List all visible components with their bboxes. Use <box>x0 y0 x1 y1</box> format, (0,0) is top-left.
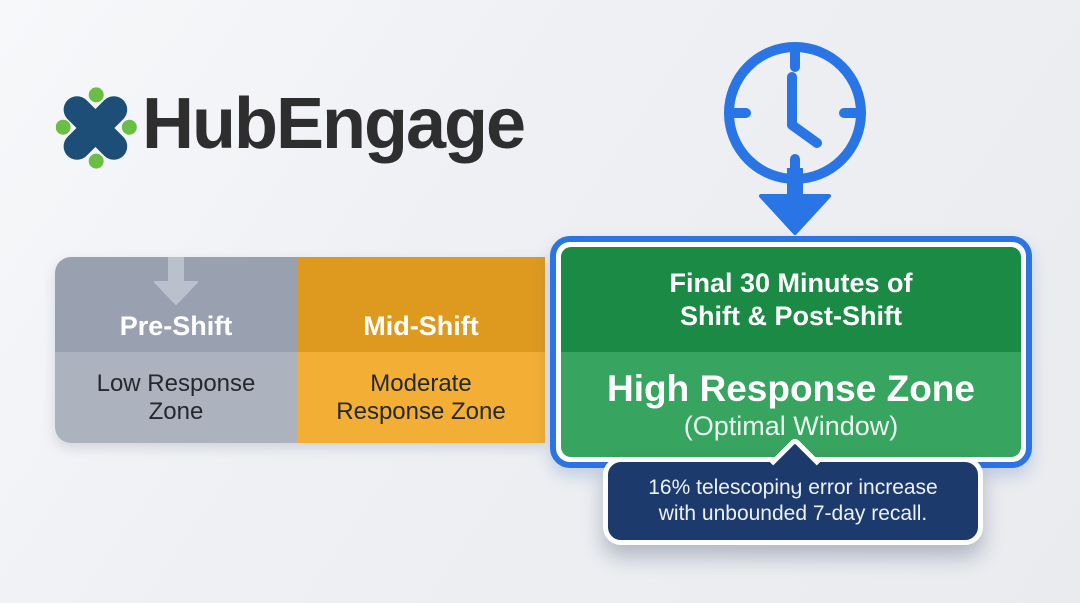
response-timeline-bar: Pre-Shift Low Response Zone Mid-Shift Mo… <box>55 257 545 443</box>
segment-mid-shift: Mid-Shift Moderate Response Zone <box>297 257 545 443</box>
segment-label: Pre-Shift <box>119 311 233 341</box>
zone-label: Low Response Zone <box>96 369 256 425</box>
final-card-zone: High Response Zone (Optimal Window) <box>561 352 1021 457</box>
clock-hands <box>787 72 822 148</box>
callout-line-1: 16% telescoping error increase <box>648 476 938 499</box>
final-card-heading: Final 30 Minutes of Shift & Post-Shift <box>561 247 1021 352</box>
hubengage-cross-icon <box>56 87 137 169</box>
high-response-zone-card: Final 30 Minutes of Shift & Post-Shift H… <box>550 236 1032 468</box>
zone-sublabel: (Optimal Window) <box>683 410 899 441</box>
segment-pre-shift: Pre-Shift Low Response Zone <box>55 257 297 443</box>
arrow-down-icon <box>759 168 831 235</box>
brand-name: HubEngage <box>142 84 526 164</box>
callout-line-2: with unbounded 7-day recall. <box>658 502 928 525</box>
zone-label: High Response Zone <box>607 367 975 409</box>
clock-icon <box>724 42 866 235</box>
zone-label: Moderate Response Zone <box>336 369 506 425</box>
segment-label: Mid-Shift <box>363 311 479 341</box>
heading-line-1: Final 30 Minutes of <box>669 267 913 298</box>
arrow-down-icon <box>154 257 198 305</box>
brand-logo: HubEngage <box>56 84 526 172</box>
heading-line-2: Shift & Post-Shift <box>680 300 902 331</box>
